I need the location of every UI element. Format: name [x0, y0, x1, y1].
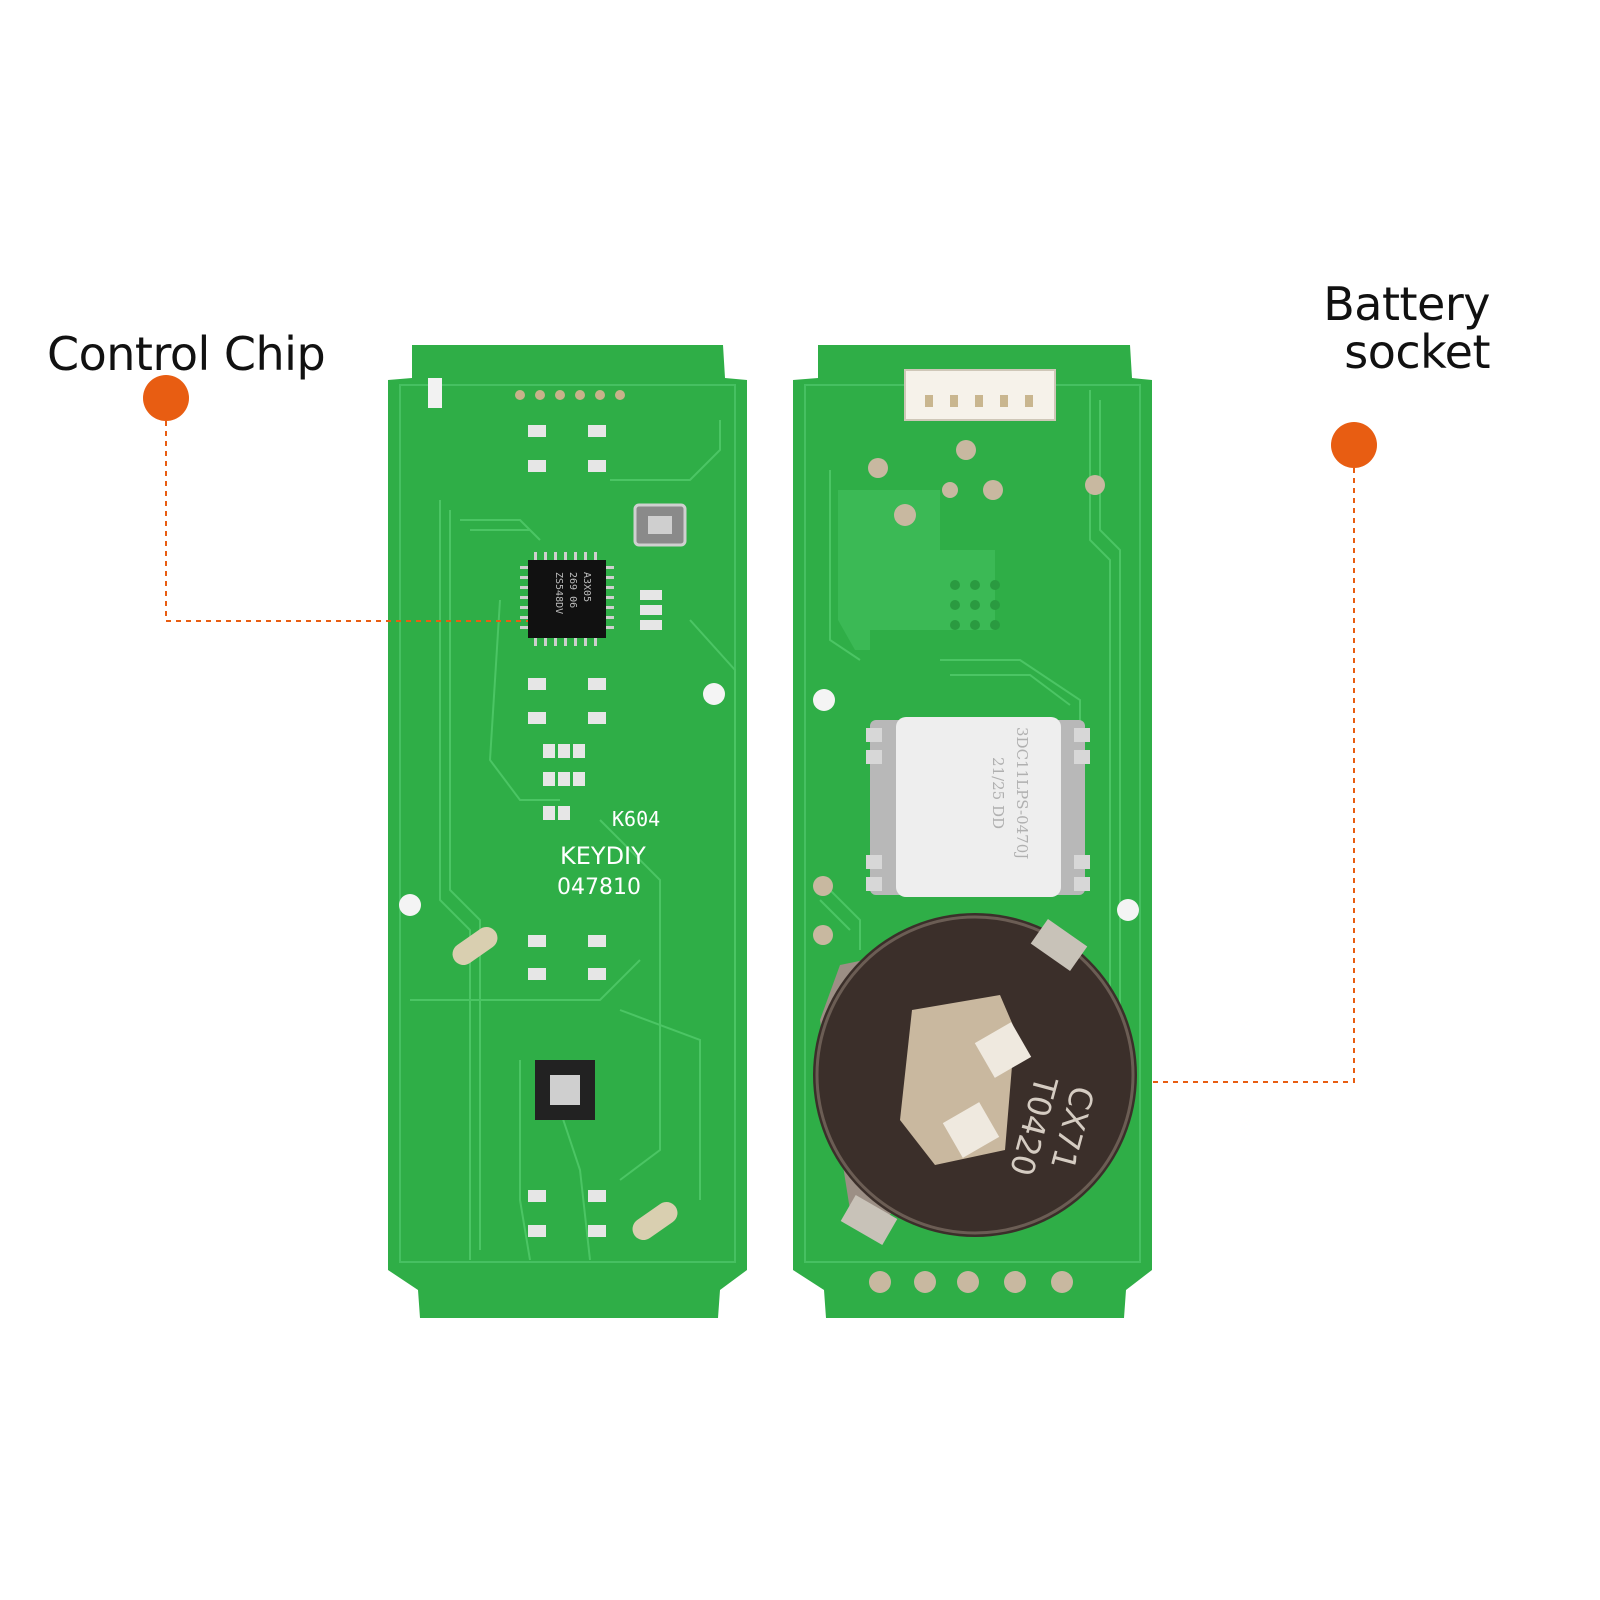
module-marking-2: 21/25 DD	[989, 757, 1007, 829]
control-chip-label: Control Chip	[47, 327, 326, 381]
battery-socket-leader-line	[1150, 468, 1355, 1083]
chip-marking-1: A3X05	[581, 572, 592, 602]
control-chip-leader-line	[165, 421, 528, 622]
battery-socket-marker-dot	[1331, 422, 1377, 468]
right-pcb-board: 3DC11LPS-0470J 21/25 DD CX71 T0420	[793, 345, 1152, 1318]
chip-marking-2: 269 06	[567, 572, 578, 608]
chip-marking-3: ZS548DV	[553, 572, 564, 614]
left-pcb-board: A3X05 269 06 ZS548DV K604 KEYDIY 047810	[388, 345, 747, 1318]
control-chip: A3X05 269 06 ZS548DV	[520, 552, 614, 646]
module-marking-1: 3DC11LPS-0470J	[1013, 727, 1031, 859]
control-chip-marker-dot	[143, 375, 189, 421]
battery-socket-label: Battery socket	[1323, 277, 1490, 379]
board-model: K604	[612, 807, 660, 831]
battery-socket: CX71 T0420	[813, 913, 1137, 1245]
lf-antenna-module: 3DC11LPS-0470J 21/25 DD	[866, 717, 1090, 897]
board-serial: 047810	[557, 875, 641, 900]
board-brand: KEYDIY	[560, 842, 646, 870]
